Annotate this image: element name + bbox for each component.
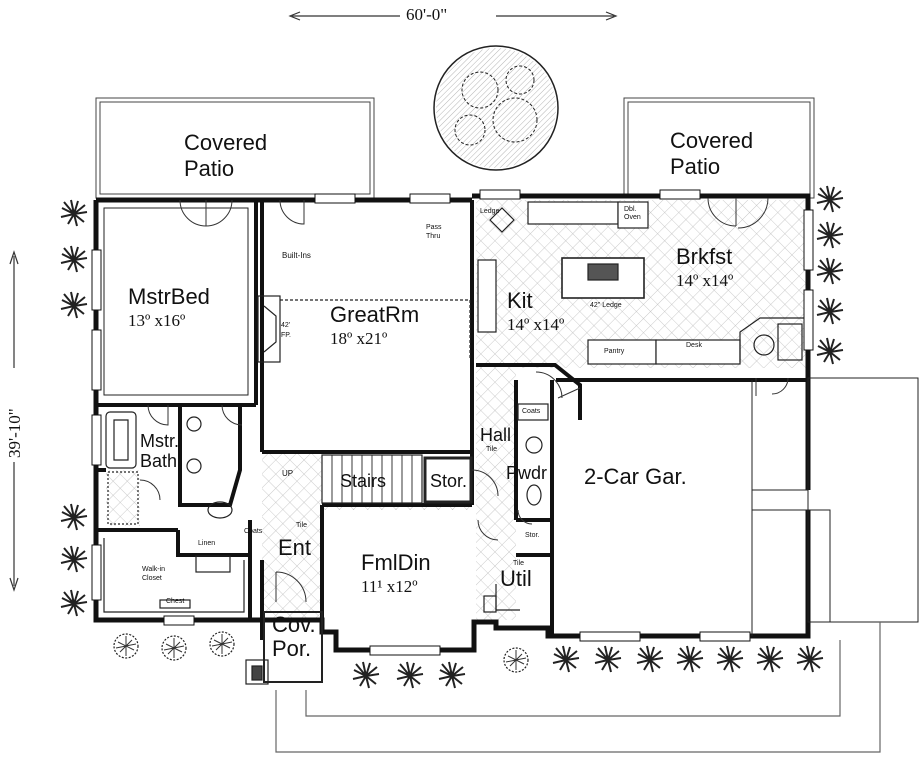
island-ledge-label: 42" Ledge	[590, 302, 622, 309]
pass-thru-line2: Thru	[426, 233, 441, 240]
chest-label: Chest	[166, 598, 185, 605]
covered-porch-line2: Por.	[272, 636, 312, 661]
fireplace-line2: FP.	[281, 332, 291, 339]
covered-patio-left-line1: Covered	[184, 130, 268, 155]
entry-label: Ent	[278, 535, 312, 560]
walk-in-closet-line1: Walk-in	[142, 566, 166, 573]
pantry-label: Pantry	[604, 348, 625, 355]
covered-patio-right-line1: Covered	[670, 128, 754, 153]
double-oven-line1: Dbl.	[624, 206, 637, 213]
breakfast-size: 14º x14º	[676, 271, 734, 290]
walk-in-closet-line2: Closet	[142, 575, 162, 582]
hall-coats-label: Coats	[522, 408, 541, 415]
depth-dimension: 39'-10"	[5, 408, 24, 458]
width-dimension-arrow	[288, 11, 618, 21]
covered-patio-left-line2: Patio	[184, 156, 235, 181]
fixtures	[103, 201, 919, 753]
depth-dimension-arrow	[9, 250, 19, 592]
utility-tile-label: Tile	[513, 560, 525, 567]
formal-dining-size: 11¹ x12º	[361, 577, 418, 596]
windows	[91, 189, 814, 656]
breakfast-label: Brkfst	[676, 244, 733, 269]
garage-label: 2-Car Gar.	[584, 464, 687, 489]
small-storage-label: Stor.	[525, 532, 540, 539]
utility-label: Util	[500, 566, 532, 591]
kitchen-size: 14º x14º	[507, 315, 565, 334]
fireplace-line1: 42'	[281, 322, 291, 329]
hall-tile-label: Tile	[486, 446, 498, 453]
built-ins-label: Built-Ins	[282, 251, 311, 260]
covered-porch-line1: Cov.	[272, 612, 316, 637]
width-dimension: 60'-0"	[406, 5, 448, 24]
door-swings	[139, 197, 789, 603]
pass-thru-line1: Pass	[426, 224, 442, 231]
formal-dining-label: FmlDin	[361, 550, 431, 575]
kitchen-label: Kit	[507, 288, 533, 313]
mstr-bed-label: MstrBed	[128, 284, 210, 309]
desk-label: Desk	[686, 342, 702, 349]
storage-center-label: Stor.	[430, 471, 468, 491]
great-room-size: 18º x21º	[330, 329, 388, 348]
tree-icon	[433, 45, 559, 171]
linen-label: Linen	[198, 540, 216, 547]
ledge-top-label: Ledge	[480, 208, 500, 215]
entry-coats-label: Coats	[244, 528, 263, 535]
stairs-label: Stairs	[340, 471, 387, 491]
covered-patio-right-line2: Patio	[670, 154, 721, 179]
mstr-bed-size: 13º x16º	[128, 311, 186, 330]
great-room-label: GreatRm	[330, 302, 420, 327]
hall-label: Hall	[480, 425, 512, 445]
double-oven-line2: Oven	[624, 214, 641, 221]
master-bath-line1: Mstr.	[140, 431, 179, 451]
entry-tile-label: Tile	[296, 522, 308, 529]
master-bath-line2: Bath	[140, 451, 178, 471]
stairs-up-label: UP	[282, 469, 294, 478]
powder-room-label: Pwdr	[506, 463, 548, 483]
